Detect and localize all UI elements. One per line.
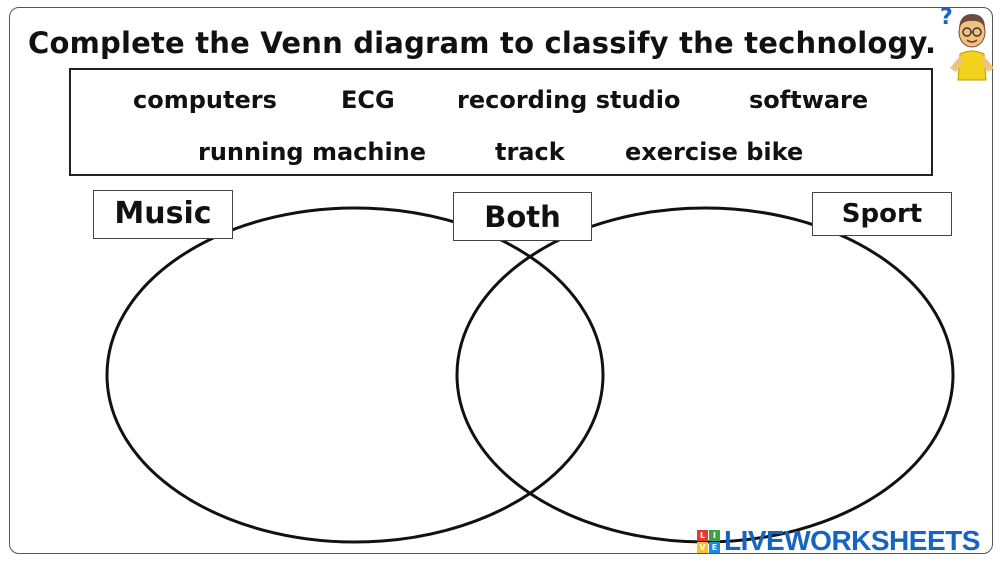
word-running-machine[interactable]: running machine — [198, 138, 427, 166]
instruction-title: Complete the Venn diagram to classify th… — [28, 26, 937, 60]
liveworksheets-logo: L I V E LIVEWORKSHEETS — [697, 525, 980, 556]
word-track[interactable]: track — [495, 138, 565, 166]
dropzone-both[interactable] — [470, 270, 590, 490]
teacher-avatar-icon[interactable]: ? — [936, 2, 996, 82]
word-recording-studio[interactable]: recording studio — [457, 86, 681, 114]
word-bank: computers ECG recording studio software … — [69, 68, 933, 176]
word-exercise-bike[interactable]: exercise bike — [625, 138, 804, 166]
venn-circle-music — [105, 206, 605, 544]
word-software[interactable]: software — [749, 86, 869, 114]
word-ecg[interactable]: ECG — [341, 86, 395, 114]
label-sport: Sport — [812, 192, 952, 236]
logo-blocks-icon: L I V E — [697, 529, 720, 553]
question-mark-icon: ? — [940, 5, 953, 30]
logo-text: LIVEWORKSHEETS — [724, 525, 980, 556]
dropzone-music[interactable] — [130, 250, 430, 500]
word-computers[interactable]: computers — [133, 86, 277, 114]
dropzone-sport[interactable] — [620, 250, 920, 500]
label-music: Music — [93, 190, 233, 239]
label-both: Both — [453, 192, 592, 241]
